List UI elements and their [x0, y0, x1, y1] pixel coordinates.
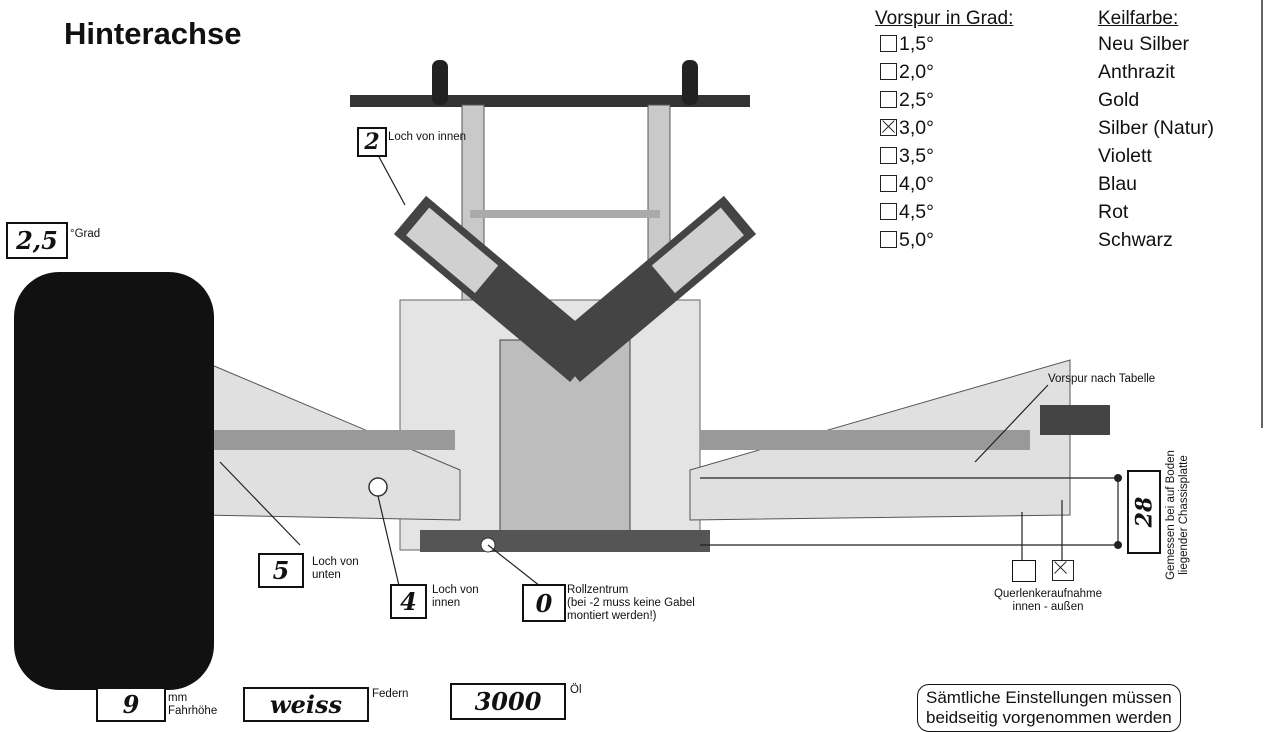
checkbox-icon[interactable] — [880, 147, 897, 164]
roll-center-label: Rollzentrum (bei -2 muss keine Gabel mon… — [567, 584, 695, 622]
ride-height-label: mm Fahrhöhe — [168, 692, 218, 717]
color-row: Blau — [1098, 173, 1138, 195]
inner-hole-field[interactable]: 4 — [390, 584, 427, 619]
color-row: Silber (Natur) — [1098, 117, 1214, 139]
spring-field[interactable]: weiss — [243, 687, 369, 722]
checked-checkbox-icon[interactable] — [880, 119, 897, 136]
roll-center-field[interactable]: 0 — [522, 584, 566, 622]
shock-top-hole-label: Loch von innen — [388, 131, 467, 143]
toe-row[interactable]: 3,0° — [880, 117, 934, 140]
color-row: Anthrazit — [1098, 61, 1175, 83]
color-row: Rot — [1098, 201, 1129, 223]
toe-row[interactable]: 5,0° — [880, 229, 934, 252]
checkbox-icon[interactable] — [880, 91, 897, 108]
pivot-inner-checkbox[interactable] — [1012, 560, 1036, 582]
toe-row[interactable]: 2,5° — [880, 89, 934, 112]
inner-hole-label: Loch von innen — [432, 584, 479, 609]
lower-hole-field[interactable]: 5 — [258, 553, 304, 588]
oil-label: Öl — [570, 684, 582, 696]
spring-label: Federn — [372, 688, 409, 700]
checkbox-icon[interactable] — [880, 175, 897, 192]
checkbox-icon[interactable] — [880, 203, 897, 220]
color-row: Schwarz — [1098, 229, 1173, 251]
color-row: Violett — [1098, 145, 1152, 167]
checkbox-icon[interactable] — [880, 231, 897, 248]
toe-row[interactable]: 4,5° — [880, 201, 934, 224]
lower-hole-label: Loch von unten — [312, 556, 359, 581]
ride-height-field[interactable]: 9 — [96, 687, 166, 722]
ride-height-measure-field[interactable]: 28 — [1127, 470, 1161, 554]
toe-row[interactable]: 1,5° — [880, 33, 934, 56]
toe-row[interactable]: 3,5° — [880, 145, 934, 168]
pivot-label: Querlenkeraufnahme innen - außen — [993, 588, 1103, 613]
camber-unit: °Grad — [70, 228, 101, 240]
page-title: Hinterachse — [64, 16, 242, 51]
shock-top-hole-field[interactable]: 2 — [357, 127, 387, 157]
toe-note: Vorspur nach Tabelle — [1048, 373, 1156, 385]
color-header: Keilfarbe: — [1098, 8, 1179, 29]
color-row: Neu Silber — [1098, 33, 1190, 55]
oil-field[interactable]: 3000 — [450, 683, 566, 720]
color-row: Gold — [1098, 89, 1140, 111]
toe-header: Vorspur in Grad: — [875, 8, 1014, 29]
toe-row[interactable]: 4,0° — [880, 173, 934, 196]
checkbox-icon[interactable] — [880, 35, 897, 52]
pivot-outer-checkbox-icon[interactable] — [1052, 560, 1074, 581]
camber-field[interactable]: 2,5 — [6, 222, 68, 259]
toe-row[interactable]: 2,0° — [880, 61, 934, 84]
ride-height-measure-note: Gemessen bei auf Boden liegender Chassis… — [1165, 450, 1190, 580]
checkbox-icon[interactable] — [880, 63, 897, 80]
notice-box: Sämtliche Einstellungen müssen beidseiti… — [917, 684, 1181, 732]
